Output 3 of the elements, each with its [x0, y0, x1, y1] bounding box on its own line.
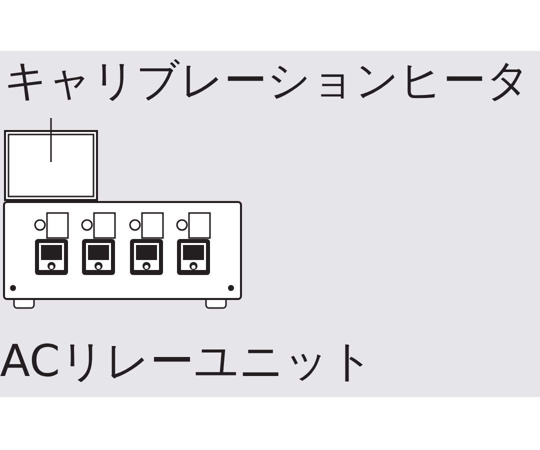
unit-label: ACリレーユニット — [0, 340, 374, 384]
leader-line — [50, 118, 52, 162]
component-label: キャリブレーションヒータ — [4, 60, 530, 103]
